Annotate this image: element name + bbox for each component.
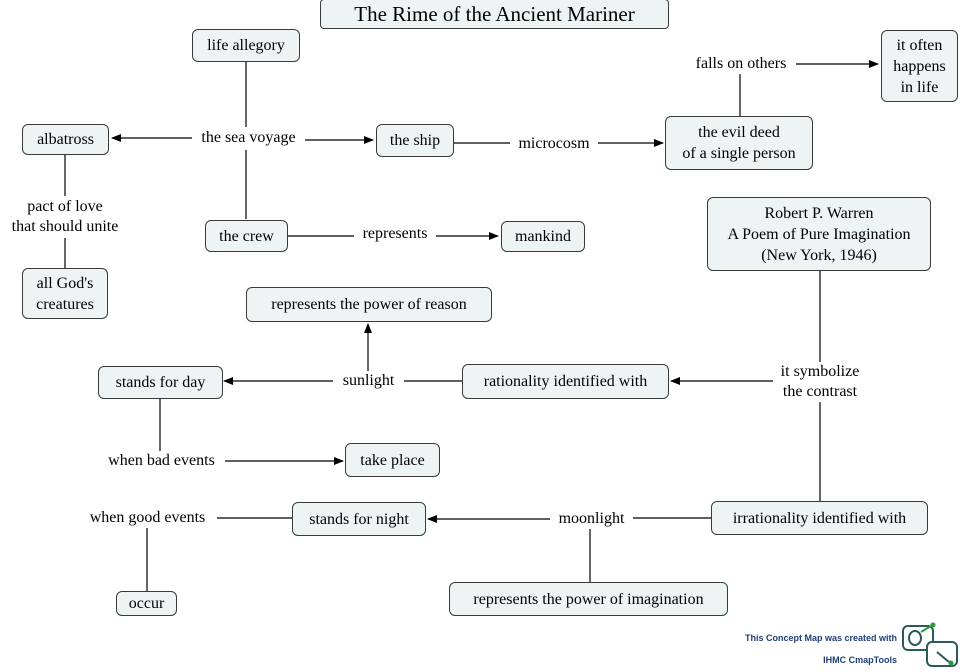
concept-life-allegory[interactable]: life allegory bbox=[192, 29, 300, 62]
concept-it-often-happens[interactable]: it often happens in life bbox=[881, 30, 958, 102]
phrase-it-symbolize-the-contrast: it symbolize the contrast bbox=[773, 362, 867, 402]
concept-take-place[interactable]: take place bbox=[345, 443, 440, 477]
concept-all-gods-creatures[interactable]: all God's creatures bbox=[22, 268, 108, 319]
concept-rationality-identified-with[interactable]: rationality identified with bbox=[462, 364, 669, 399]
credit-line-1: This Concept Map was created with bbox=[744, 633, 897, 643]
concept-the-ship[interactable]: the ship bbox=[376, 124, 454, 157]
concept-stands-for-day[interactable]: stands for day bbox=[98, 366, 223, 399]
concept-the-crew[interactable]: the crew bbox=[205, 220, 288, 252]
concept-mankind[interactable]: mankind bbox=[501, 221, 585, 252]
cmaptools-credit: This Concept Map was created with IHMC C… bbox=[745, 622, 897, 666]
concept-stands-for-night[interactable]: stands for night bbox=[292, 502, 426, 536]
phrase-when-good-events: when good events bbox=[78, 508, 217, 528]
phrase-pact-of-love: pact of love that should unite bbox=[2, 196, 128, 238]
phrase-falls-on-others: falls on others bbox=[686, 54, 796, 74]
concept-albatross[interactable]: albatross bbox=[22, 124, 109, 155]
map-title: The Rime of the Ancient Mariner bbox=[320, 0, 669, 29]
phrase-moonlight: moonlight bbox=[550, 509, 633, 529]
concept-evil-deed[interactable]: the evil deed of a single person bbox=[665, 116, 813, 170]
concept-irrationality-identified-with[interactable]: irrationality identified with bbox=[711, 501, 928, 535]
credit-line-2: IHMC CmapTools bbox=[823, 655, 897, 665]
concept-robert-p-warren[interactable]: Robert P. Warren A Poem of Pure Imaginat… bbox=[707, 197, 931, 271]
phrase-represents: represents bbox=[354, 224, 436, 244]
concept-power-of-imagination[interactable]: represents the power of imagination bbox=[449, 582, 728, 616]
concept-occur[interactable]: occur bbox=[116, 591, 177, 616]
phrase-the-sea-voyage: the sea voyage bbox=[192, 127, 305, 149]
phrase-microcosm: microcosm bbox=[510, 134, 598, 154]
phrase-sunlight: sunlight bbox=[333, 371, 404, 391]
concept-power-of-reason[interactable]: represents the power of reason bbox=[246, 287, 492, 322]
cmaptools-logo-icon bbox=[902, 622, 958, 667]
phrase-when-bad-events: when bad events bbox=[98, 451, 225, 471]
